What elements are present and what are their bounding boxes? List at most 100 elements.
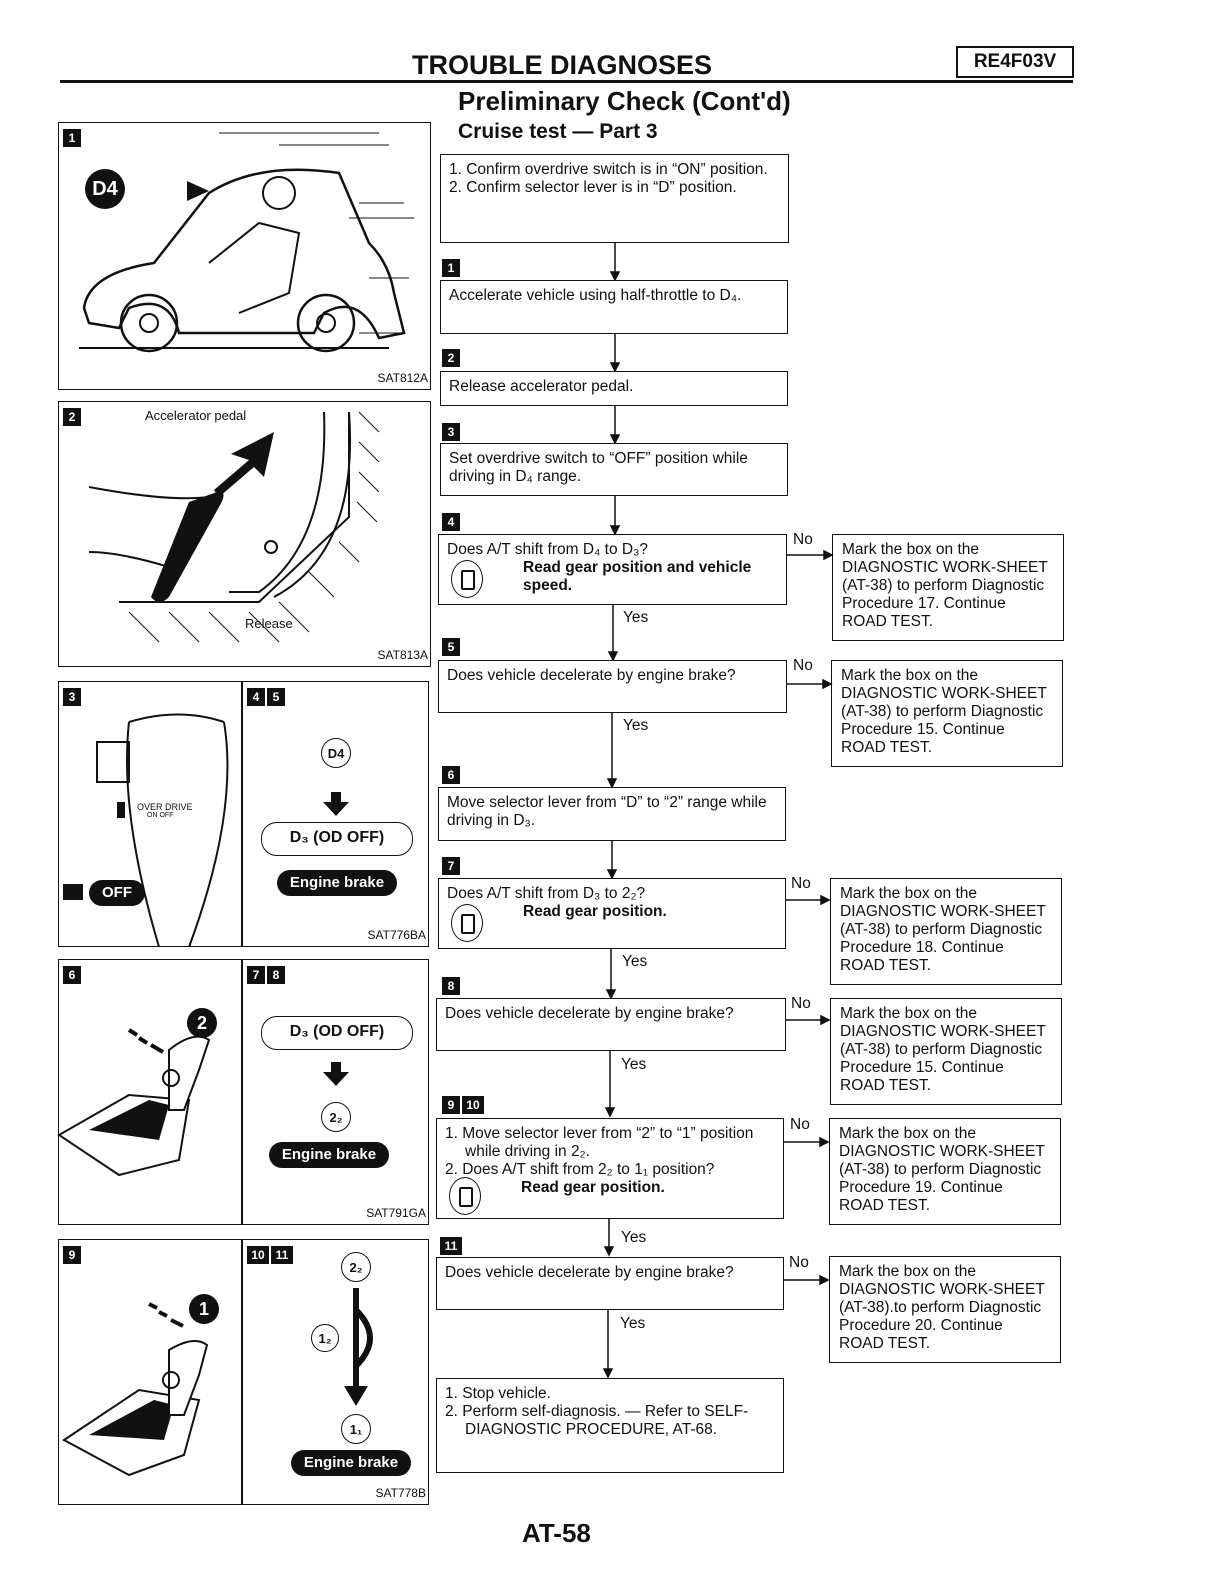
d3-od-off-label: D₃ (OD OFF) [261, 822, 413, 856]
overdrive-sub: ON OFF [147, 812, 174, 819]
question-text: Does A/T shift from D₄ to D₃? [447, 541, 649, 558]
yes-label: Yes [621, 1056, 647, 1073]
figure-overdrive-switch: 3 4 5 OVER DRIVE ON OFF OFF D4 D₃ (OD OF… [58, 681, 429, 948]
flow-step-number: 3 [442, 423, 460, 441]
flow-step-1: Accelerate vehicle using half-throttle t… [440, 280, 788, 334]
no-label: No [793, 531, 813, 548]
flow-step-6: Move selector lever from “D” to “2” rang… [438, 787, 786, 841]
figure-selector-2-to-1: 9 10 11 1 2₂ 1₂ 1₁ Engine brake SAT778B [58, 1239, 429, 1505]
procedure-note-17: Mark the box on the DIAGNOSTIC WORK-SHEE… [832, 534, 1064, 641]
pedal-label: Accelerator pedal [145, 408, 247, 423]
no-label: No [791, 875, 811, 892]
selector-lever-illustration [62, 1302, 209, 1477]
downshift-arrow-icon [344, 1288, 373, 1406]
figure-number: 3 [63, 688, 81, 706]
gear-2-2-circle: 2₂ [321, 1102, 351, 1132]
no-label: No [791, 995, 811, 1012]
flow-end-item: 1. Stop vehicle. [445, 1385, 551, 1402]
figure-number: 7 [247, 966, 265, 984]
gear-position-icon [451, 904, 483, 942]
engine-brake-label: Engine brake [269, 1142, 389, 1168]
header-title: TROUBLE DIAGNOSES [412, 50, 713, 80]
procedure-note-19: Mark the box on the DIAGNOSTIC WORK-SHEE… [829, 1118, 1061, 1225]
header-rule [60, 80, 1073, 83]
gear-1-2-circle: 1₂ [311, 1324, 339, 1352]
page-number: AT-58 [522, 1518, 591, 1548]
flow-step-3: Set overdrive switch to “OFF” position w… [440, 443, 788, 496]
figure-code: SAT791GA [366, 1206, 426, 1220]
figure-number: 10 [247, 1246, 269, 1264]
question-item: 2. Does A/T shift from 2₂ to 1₁ position… [445, 1161, 715, 1178]
question-instruction: Read gear position and vehicle speed. [523, 559, 752, 594]
selector-lever-illustration [57, 1028, 211, 1177]
d3-od-off-label: D₃ (OD OFF) [261, 1016, 413, 1050]
header-badge: RE4F03V [956, 46, 1074, 78]
yes-label: Yes [623, 717, 649, 734]
panel-divider [241, 682, 243, 946]
no-label: No [793, 657, 813, 674]
question-text: Does A/T shift from D₃ to 2₂? [447, 885, 646, 902]
figure-number: 1 [63, 129, 81, 147]
procedure-note-15b: Mark the box on the DIAGNOSTIC WORK-SHEE… [830, 998, 1062, 1105]
step-circle: 1 [189, 1294, 219, 1324]
yes-label: Yes [621, 1229, 647, 1246]
gear-position-icon [449, 1177, 481, 1215]
flow-question-5: Does vehicle decelerate by engine brake? [438, 660, 787, 713]
figure-accelerator-pedal: 2 Accelerator pedal Release SAT813A [58, 401, 431, 667]
figure-number: 6 [63, 966, 81, 984]
flow-question-8: Does vehicle decelerate by engine brake? [436, 998, 786, 1051]
flow-end-item: 2. Perform self-diagnosis. — Refer to SE… [445, 1403, 749, 1438]
figure-code: SAT778B [375, 1486, 426, 1500]
yes-label: Yes [622, 953, 648, 970]
figure-number: 4 [247, 688, 265, 706]
release-label: Release [245, 616, 293, 631]
figure-selector-d-to-2: 6 7 8 2 D₃ (OD OFF) 2₂ Engine brake SAT7… [57, 959, 429, 1225]
step-circle: 2 [187, 1008, 217, 1038]
down-arrow-icon [323, 1062, 349, 1086]
flow-step-number: 2 [442, 349, 460, 367]
procedure-note-18: Mark the box on the DIAGNOSTIC WORK-SHEE… [830, 878, 1062, 985]
gear-position-icon [451, 560, 483, 598]
flow-step-number: 6 [442, 766, 460, 784]
panel-divider [241, 960, 243, 1224]
flow-step-number: 5 [442, 638, 460, 656]
overdrive-label: OVER DRIVE [137, 802, 193, 812]
no-label: No [789, 1254, 809, 1271]
flow-step-number: 7 [442, 857, 460, 875]
d4-circle: D4 [321, 738, 351, 768]
engine-brake-label: Engine brake [291, 1450, 411, 1476]
page-subtitle: Preliminary Check (Cont'd) [458, 86, 791, 116]
procedure-note-15: Mark the box on the DIAGNOSTIC WORK-SHEE… [831, 660, 1063, 767]
flow-step-number: 1 [442, 259, 460, 277]
pedal-illustration [88, 411, 380, 643]
flow-step-2: Release accelerator pedal. [440, 371, 788, 406]
off-badge: OFF [89, 880, 145, 906]
d4-badge: D4 [85, 169, 125, 209]
down-arrow-icon [323, 792, 349, 816]
car-illustration [79, 132, 414, 353]
shift-knob-illustration [63, 713, 229, 948]
flow-question-4: Does A/T shift from D₄ to D₃? Read gear … [438, 534, 787, 605]
flow-step-number: 9 [442, 1096, 460, 1114]
figure-number: 2 [63, 408, 81, 426]
engine-brake-label: Engine brake [277, 870, 397, 896]
flow-question-11: Does vehicle decelerate by engine brake? [436, 1257, 784, 1310]
panel-divider [241, 1240, 243, 1504]
gear-2-2-circle: 2₂ [341, 1252, 371, 1282]
yes-label: Yes [623, 609, 649, 626]
figure-car-d4: 1 D4 SAT812A [58, 122, 431, 390]
flow-start-box: 1. Confirm overdrive switch is in “ON” p… [440, 154, 789, 243]
flow-question-7: Does A/T shift from D₃ to 2₂? Read gear … [438, 878, 786, 949]
flow-start-item: 2. Confirm selector lever is in “D” posi… [449, 179, 737, 196]
figure-code: SAT812A [377, 371, 428, 385]
flow-step-number: 10 [462, 1096, 484, 1114]
figure-number: 9 [63, 1246, 81, 1264]
figure-number: 11 [271, 1246, 293, 1264]
section-title: Cruise test — Part 3 [458, 120, 658, 143]
yes-label: Yes [620, 1315, 646, 1332]
figure-code: SAT776BA [367, 928, 426, 942]
gear-1-1-circle: 1₁ [341, 1414, 371, 1444]
flow-step-number: 11 [440, 1237, 462, 1255]
flow-step-number: 4 [442, 513, 460, 531]
